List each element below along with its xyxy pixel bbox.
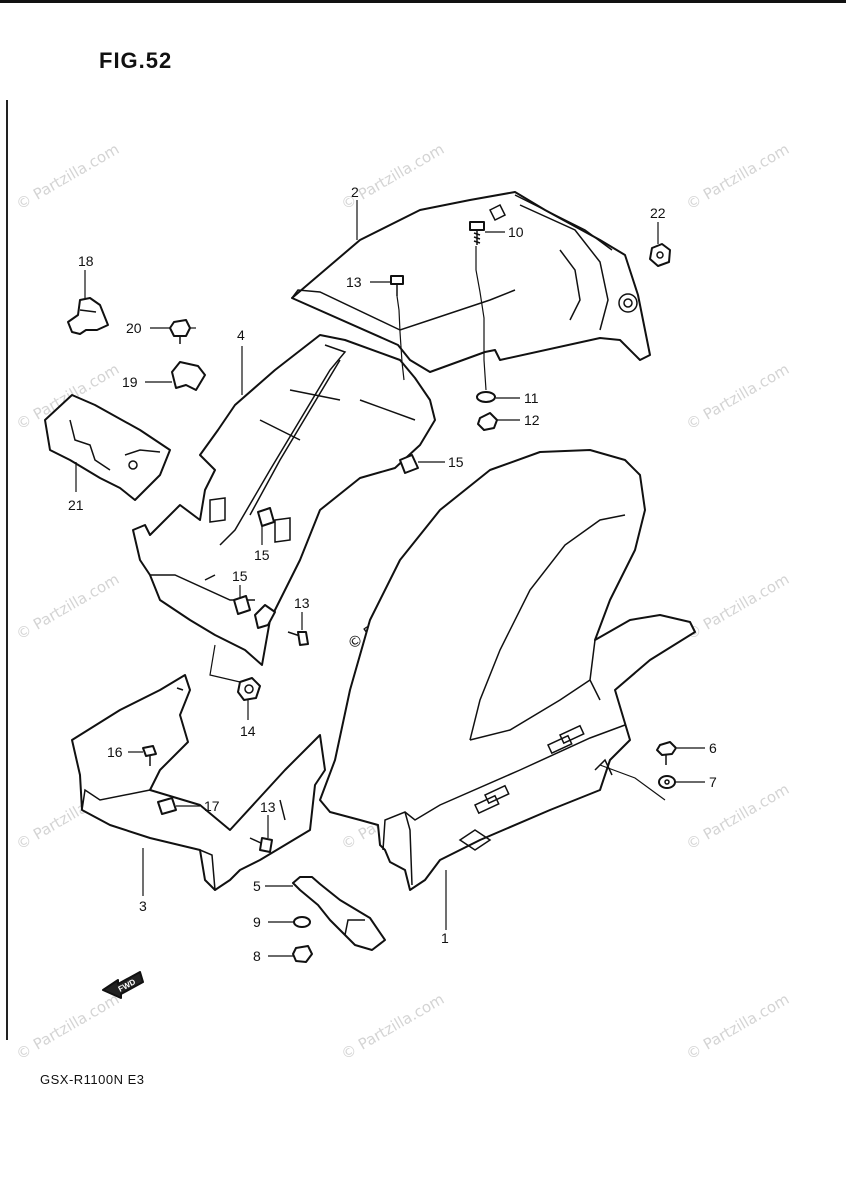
callout-21: 21	[68, 497, 84, 513]
callout-17: 17	[204, 798, 220, 814]
top-border	[0, 0, 846, 3]
part-19-clip	[171, 361, 206, 391]
callout-19: 19	[122, 374, 138, 390]
callout-10: 10	[508, 224, 524, 240]
part-13-bolt-lower	[249, 837, 273, 853]
watermark: © Partzilla.com	[13, 990, 122, 1063]
callout-13-top: 13	[346, 274, 362, 290]
part-20-bolt	[169, 319, 191, 344]
watermark: © Partzilla.com	[683, 990, 792, 1063]
callout-7: 7	[709, 774, 717, 790]
watermark: © Partzilla.com	[338, 990, 447, 1063]
part-21-side-panel	[44, 394, 171, 501]
callout-8: 8	[253, 948, 261, 964]
leader-lines	[75, 200, 705, 957]
callout-9: 9	[253, 914, 261, 930]
callout-5: 5	[253, 878, 261, 894]
callout-20: 20	[126, 320, 142, 336]
part-4-inner-fender	[132, 334, 436, 666]
part-6-bolt	[656, 741, 677, 765]
watermark: © Partzilla.com	[683, 570, 792, 643]
callout-3: 3	[139, 898, 147, 914]
part-13-bolt-top	[390, 275, 404, 296]
callout-15-b: 15	[254, 547, 270, 563]
callout-18: 18	[78, 253, 94, 269]
figure-title: FIG.52	[99, 48, 173, 73]
part-13-bolt-middle	[287, 631, 309, 646]
part-9-washer	[293, 916, 311, 928]
callout-15-a: 15	[448, 454, 464, 470]
part-15-clip-c	[233, 595, 251, 615]
callout-2: 2	[351, 184, 359, 200]
watermark: © Partzilla.com	[683, 140, 792, 213]
part-3-splash-guard	[71, 674, 326, 891]
part-16-screw	[142, 745, 157, 766]
left-border	[6, 100, 8, 1040]
part-10-bolt	[469, 221, 485, 245]
callout-4: 4	[237, 327, 245, 343]
callout-1: 1	[441, 930, 449, 946]
callout-6: 6	[709, 740, 717, 756]
callout-11: 11	[524, 390, 539, 406]
part-17-clip	[157, 797, 177, 815]
part-22-nut	[649, 243, 671, 267]
callout-15-c: 15	[232, 568, 248, 584]
callout-16: 16	[107, 744, 123, 760]
part-12-nut	[477, 412, 498, 431]
part-8-bolt	[292, 945, 313, 963]
watermark: © Partzilla.com	[13, 570, 122, 643]
part-14-grommet	[237, 677, 261, 701]
callout-14: 14	[240, 723, 256, 739]
part-15-clip-b	[257, 507, 275, 527]
callout-13-lower: 13	[260, 799, 276, 815]
part-15-clip-a	[399, 454, 419, 474]
part-18-bracket	[67, 297, 109, 335]
callout-numbers: 2 10 22 13 18 20 4 19 11 12 15 21 15 15 …	[68, 184, 717, 964]
part-1-rear-fender	[319, 449, 696, 891]
watermark: © Partzilla.com	[683, 780, 792, 853]
model-label: GSX-R1100N E3	[40, 1072, 145, 1087]
part-mount-bracket	[254, 604, 276, 629]
callout-13-middle: 13	[294, 595, 310, 611]
watermark: © Partzilla.com	[338, 140, 447, 213]
callout-22: 22	[650, 205, 666, 221]
watermark: © Partzilla.com	[683, 360, 792, 433]
watermark: © Partzilla.com	[13, 140, 122, 213]
part-7-washer	[658, 775, 676, 789]
part-5-stay	[292, 876, 386, 951]
part-11-washer	[476, 391, 496, 403]
callout-12: 12	[524, 412, 540, 428]
